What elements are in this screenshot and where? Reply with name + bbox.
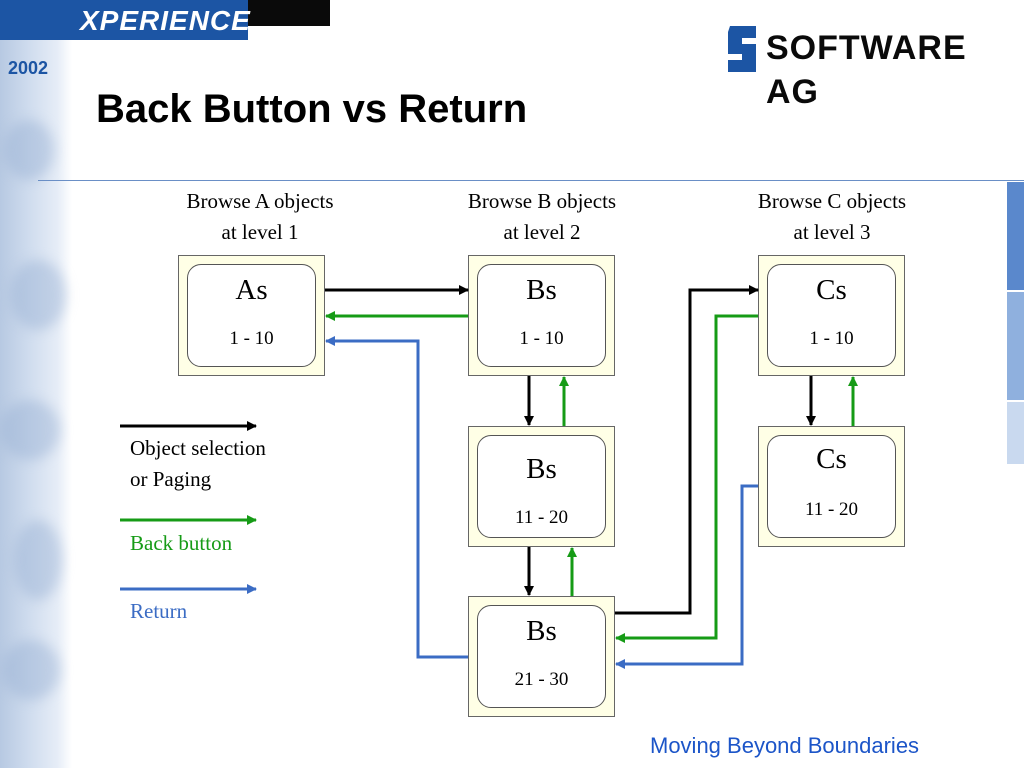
box-bs-11-20: Bs 11 - 20 (468, 426, 615, 547)
column-heading-b: Browse B objects at level 2 (432, 186, 652, 248)
box-title: Bs (526, 453, 557, 485)
box-range: 11 - 20 (514, 507, 569, 528)
right-accent-block (1007, 292, 1024, 400)
column-heading-line1: Browse C objects (757, 189, 907, 213)
box-bs-21-30: Bs 21 - 30 (468, 596, 615, 717)
box-title: Bs (526, 274, 557, 306)
box-title: Cs (816, 443, 847, 475)
column-heading-line2: at level 3 (793, 220, 871, 244)
arrow-cs11-to-bs21-return (615, 484, 758, 669)
slide-title: Back Button vs Return (96, 87, 528, 131)
arrow-bs21-to-cs-selection (615, 285, 759, 615)
column-heading-line2: at level 1 (221, 220, 299, 244)
box-title: Cs (816, 274, 847, 306)
header-blue-tab (0, 0, 248, 40)
brand-name: SOFTWARE AG (766, 29, 967, 111)
column-heading-line1: Browse A objects (186, 189, 334, 213)
column-heading-c: Browse C objects at level 3 (722, 186, 942, 248)
arrow-bs21-to-as-return (325, 336, 468, 659)
box-inner (477, 605, 606, 708)
box-cs-11-20: Cs 11 - 20 (758, 426, 905, 547)
tagline: Moving Beyond Boundaries (650, 733, 920, 758)
box-as-1-10: As 1 - 10 (178, 255, 325, 376)
software-ag-logo-icon (728, 26, 756, 72)
box-bs-1-10: Bs 1 - 10 (468, 255, 615, 376)
right-accent-block (1007, 182, 1024, 290)
title-divider (38, 180, 1024, 181)
box-inner (767, 435, 896, 538)
xperience-logo-text: XPERIENCE (80, 5, 251, 36)
right-accent-block (1007, 402, 1024, 464)
arrow-cs-to-bs21-back (615, 314, 758, 643)
box-cs-1-10: Cs 1 - 10 (758, 255, 905, 376)
left-decorative-strip (0, 0, 72, 768)
legend-back-label: Back button (130, 531, 233, 555)
box-inner (477, 435, 606, 538)
box-inner (187, 264, 316, 367)
box-inner (477, 264, 606, 367)
year-label: 2002 (8, 58, 49, 78)
box-inner (767, 264, 896, 367)
box-range: 1 - 10 (809, 328, 854, 349)
box-title: As (235, 274, 268, 306)
box-range: 1 - 10 (229, 328, 274, 349)
legend-selection-line2: or Paging (130, 467, 212, 491)
box-range: 1 - 10 (519, 328, 564, 349)
legend-selection-line1: Object selection (130, 436, 266, 460)
box-range: 21 - 30 (514, 669, 569, 690)
legend-return-label: Return (130, 599, 188, 623)
box-range: 11 - 20 (804, 499, 859, 520)
box-title: Bs (526, 615, 557, 647)
column-heading-line1: Browse B objects (467, 189, 617, 213)
column-heading-a: Browse A objects at level 1 (150, 186, 370, 248)
column-heading-line2: at level 2 (503, 220, 581, 244)
legend-selection: Object selection or Paging (130, 433, 266, 495)
